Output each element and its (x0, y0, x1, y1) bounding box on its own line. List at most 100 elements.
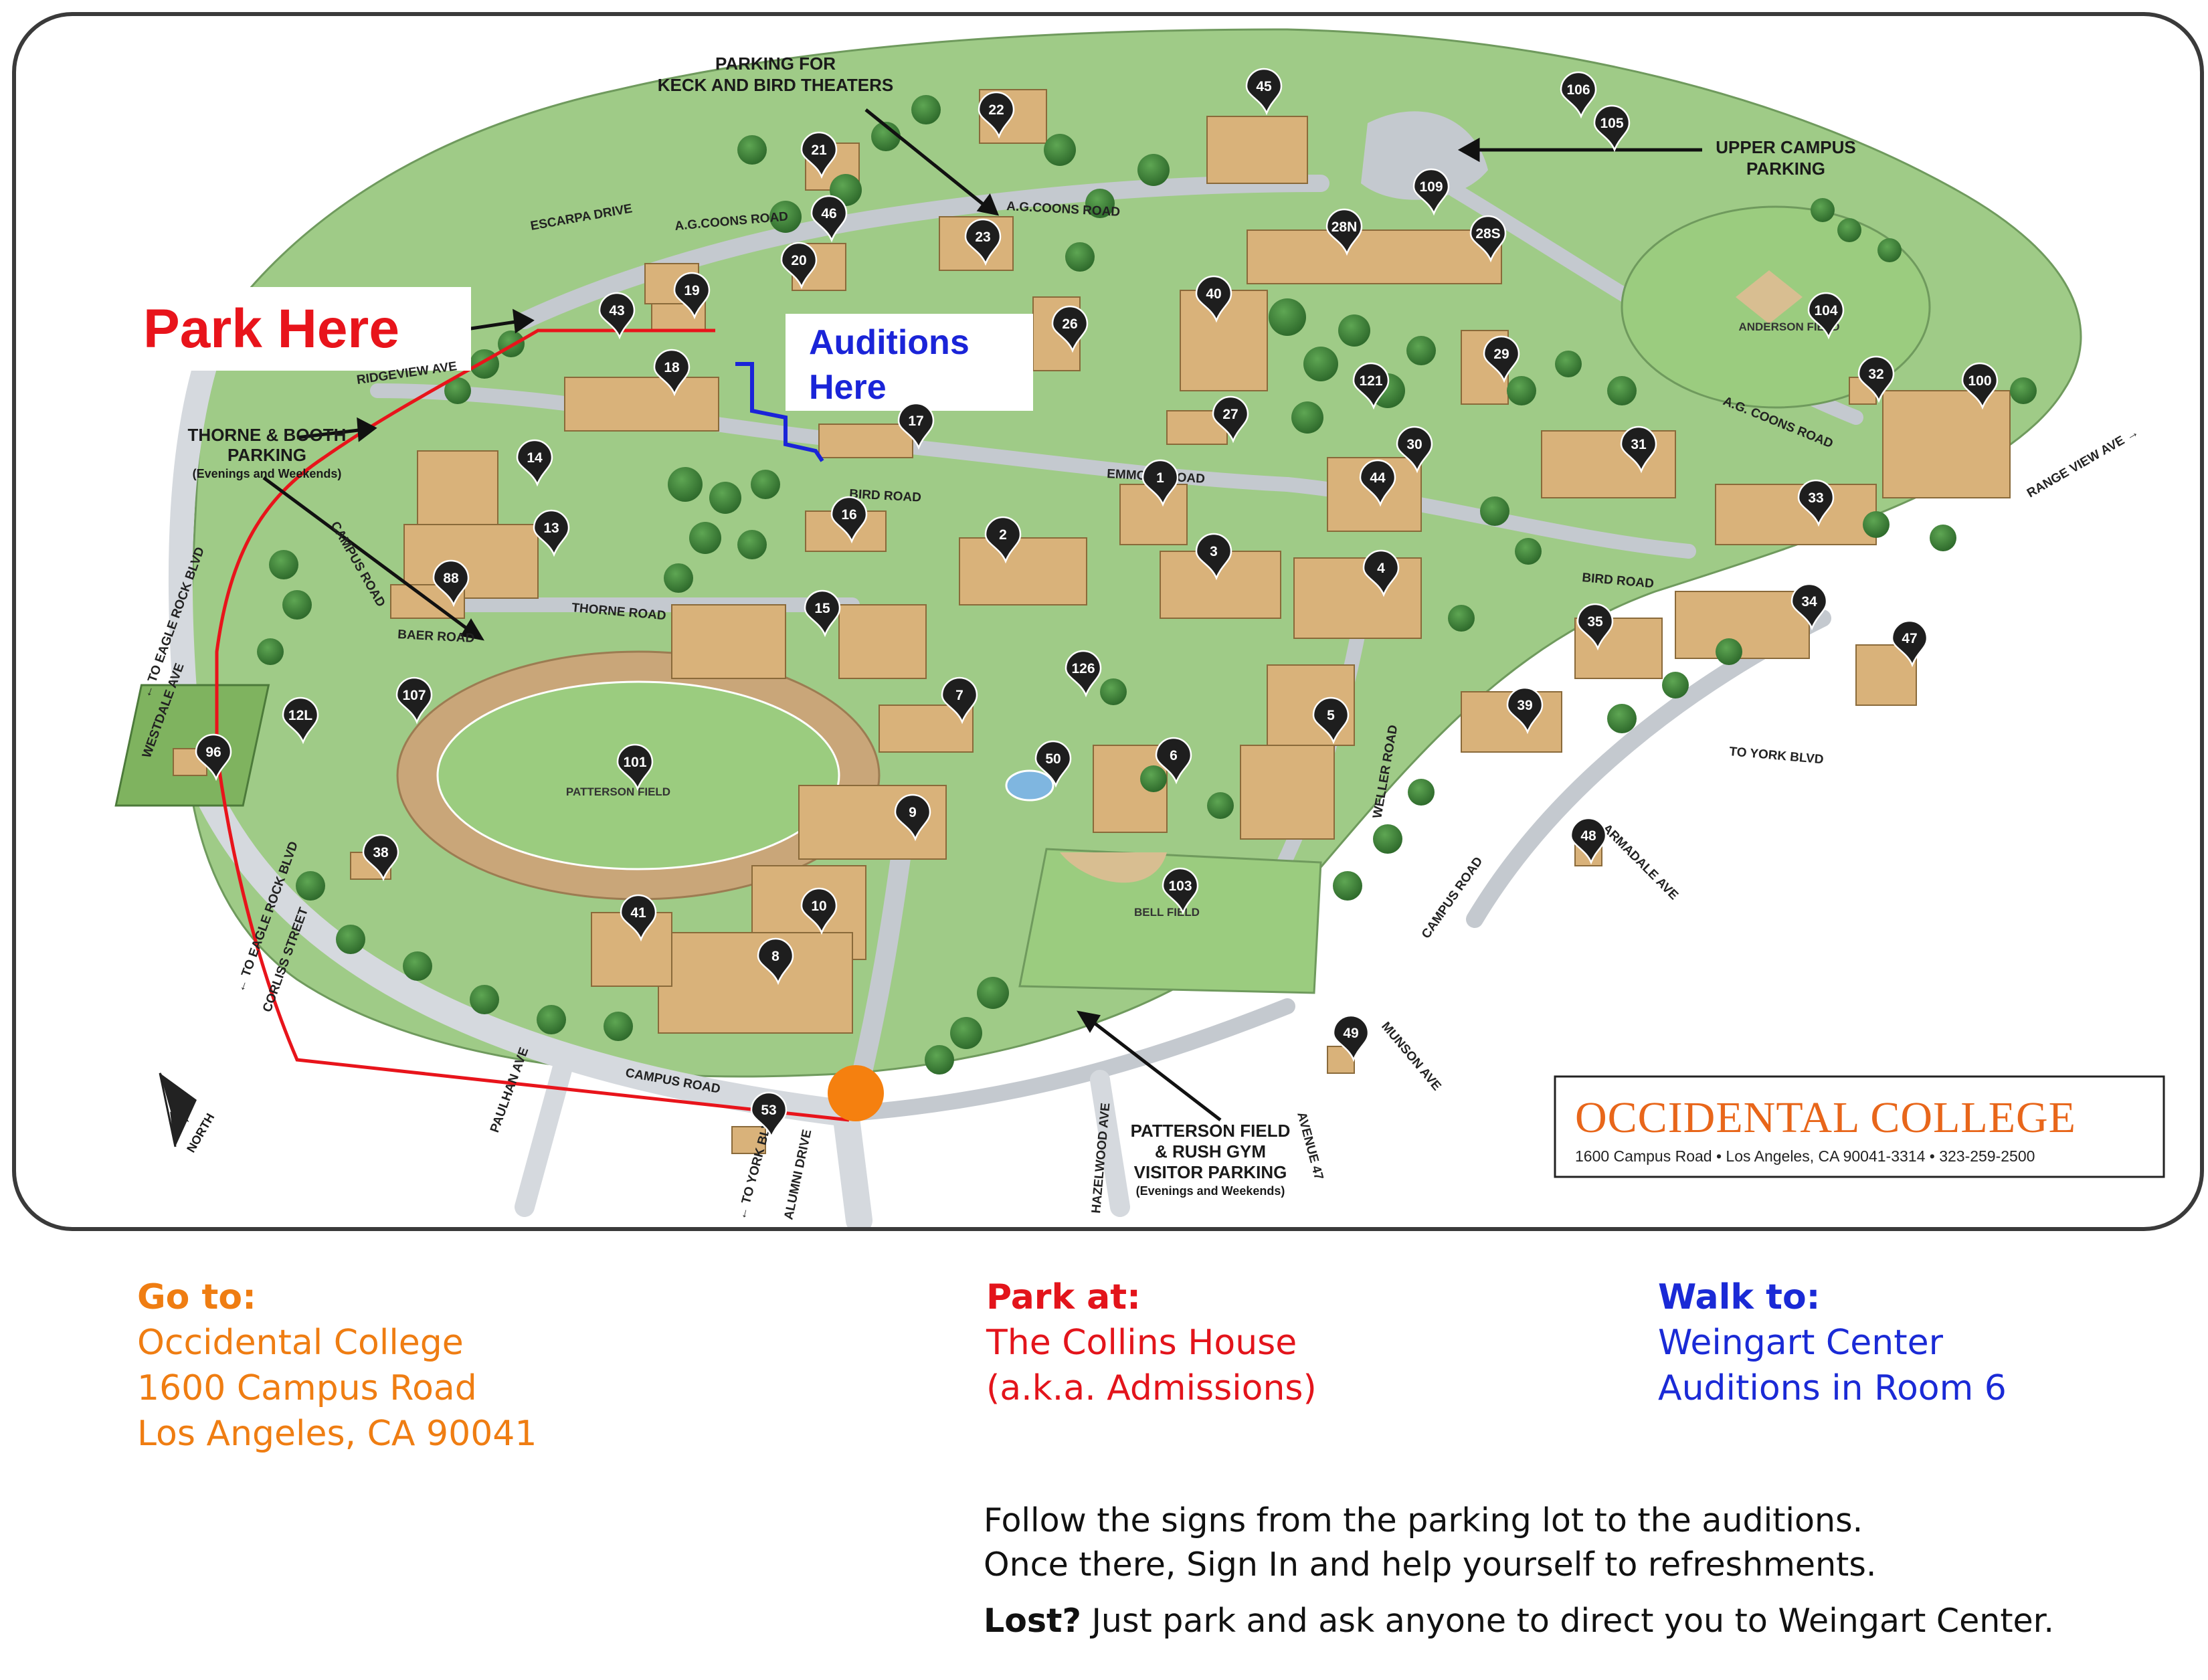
building-marker-12l: 12L (282, 696, 319, 745)
marker-number: 43 (609, 303, 624, 318)
marker-number: 18 (664, 360, 680, 375)
marker-number: 31 (1631, 437, 1647, 452)
marker-number: 12L (288, 708, 312, 723)
building-marker-41: 41 (620, 894, 657, 942)
map-pin-icon (1560, 71, 1597, 119)
buildings (173, 89, 2011, 1154)
map-pin-icon (1352, 362, 1390, 410)
park-at-line1: The Collins House (986, 1323, 1297, 1363)
driving-route (215, 329, 850, 1122)
road-range-view: RANGE VIEW AVE → (2025, 426, 2141, 501)
marker-number: 5 (1327, 708, 1335, 723)
map-pin-icon (1245, 68, 1283, 116)
marker-number: 96 (205, 745, 221, 760)
marker-number: 33 (1808, 490, 1823, 506)
marker-number: 16 (841, 507, 856, 523)
building-marker-121: 121 (1352, 362, 1390, 410)
marker-number: 38 (373, 845, 389, 860)
upper-campus-parking-line2: PARKING (1746, 159, 1825, 179)
keck-bird-parking-line1: PARKING FOR (715, 54, 836, 74)
building-marker-35: 35 (1576, 603, 1614, 651)
college-logo-box: OCCIDENTAL COLLEGE 1600 Campus Road • Lo… (1554, 1075, 2165, 1178)
marker-number: 22 (988, 102, 1004, 118)
marker-number: 106 (1566, 82, 1590, 98)
go-to-section: Go to: Occidental College 1600 Campus Ro… (137, 1275, 537, 1457)
marker-number: 29 (1493, 347, 1509, 362)
marker-number: 13 (543, 521, 559, 536)
auditions-here-line1: Auditions (809, 323, 970, 362)
walking-path-to-auditions (735, 362, 824, 462)
map-pin-icon (1065, 650, 1102, 698)
map-pin-icon (1212, 395, 1249, 444)
marker-number: 30 (1406, 437, 1422, 452)
marker-number: 9 (909, 805, 917, 820)
building-marker-101: 101 (616, 743, 654, 791)
building-marker-49: 49 (1332, 1014, 1370, 1062)
map-pin-icon (800, 887, 838, 935)
map-pin-icon (1593, 104, 1631, 153)
map-pin-icon (1412, 168, 1450, 216)
walk-to-heading: Walk to: (1658, 1277, 1821, 1317)
building-marker-22: 22 (978, 91, 1015, 139)
map-pin-icon (1325, 208, 1363, 256)
notes-line1: Follow the signs from the parking lot to… (984, 1501, 1863, 1539)
building-marker-100: 100 (1961, 362, 1999, 410)
map-pin-icon (1312, 696, 1350, 745)
building-marker-29: 29 (1483, 335, 1520, 383)
building-marker-109: 109 (1412, 168, 1450, 216)
auditions-here-line2: Here (809, 368, 887, 407)
lost-text: Just park and ask anyone to direct you t… (1081, 1602, 2054, 1640)
road-alumni: ALUMNI DRIVE (781, 1128, 814, 1221)
building-marker-43: 43 (598, 292, 636, 340)
go-to-line1: Occidental College (137, 1323, 464, 1363)
building-marker-50: 50 (1034, 740, 1072, 788)
patterson-parking-line1: PATTERSON FIELD (1131, 1121, 1291, 1141)
map-pin-icon (620, 894, 657, 942)
marker-number: 44 (1370, 470, 1386, 486)
road-avenue47: AVENUE 47 (1294, 1111, 1325, 1182)
marker-number: 20 (791, 253, 806, 268)
marker-number: 14 (527, 450, 543, 466)
marker-number: 47 (1902, 631, 1917, 646)
go-to-line3: Los Angeles, CA 90041 (137, 1414, 537, 1454)
building-marker-105: 105 (1593, 104, 1631, 153)
marker-number: 107 (402, 688, 426, 703)
building-marker-18: 18 (653, 349, 691, 397)
map-pin-icon (897, 402, 935, 450)
map-pin-icon (804, 589, 841, 638)
building-marker-104: 104 (1807, 292, 1845, 340)
marker-number: 2 (999, 527, 1007, 543)
building-marker-20: 20 (780, 242, 818, 290)
walk-to-line1: Weingart Center (1658, 1323, 1943, 1363)
marker-number: 4 (1377, 561, 1385, 576)
map-pin-icon (1891, 620, 1928, 668)
building-markers: 1234567891012L13141516171819202122232627… (195, 68, 1999, 1139)
marker-number: 7 (955, 688, 963, 703)
building-marker-103: 103 (1162, 867, 1199, 915)
map-pin-icon (653, 349, 691, 397)
marker-number: 45 (1256, 79, 1272, 94)
map-pin-icon (1051, 305, 1089, 353)
map-pin-icon (941, 676, 978, 725)
map-pin-icon (1195, 533, 1232, 581)
field-labels: PATTERSON FIELD BELL FIELD ANDERSON FIEL… (566, 320, 1840, 919)
park-here-label: Park Here (143, 298, 399, 359)
thorne-booth-parking-line2: PARKING (227, 445, 306, 465)
marker-number: 15 (814, 601, 830, 616)
map-pin-icon (800, 131, 838, 179)
building-marker-38: 38 (362, 834, 399, 882)
building-marker-21: 21 (800, 131, 838, 179)
notes-lost: Lost? Just park and ask anyone to direct… (984, 1599, 2054, 1643)
marker-number: 34 (1801, 594, 1817, 610)
marker-number: 49 (1343, 1026, 1358, 1041)
building-marker-107: 107 (395, 676, 433, 725)
building-marker-30: 30 (1396, 426, 1433, 474)
marker-number: 104 (1814, 303, 1837, 318)
marker-number: 46 (821, 206, 836, 221)
building-marker-34: 34 (1790, 583, 1828, 631)
building-marker-26: 26 (1051, 305, 1089, 353)
building-marker-8: 8 (757, 937, 794, 986)
marker-number: 53 (761, 1103, 776, 1118)
parking-labels: PARKING FOR KECK AND BIRD THEATERS UPPER… (188, 54, 1856, 1198)
building-marker-10: 10 (800, 887, 838, 935)
